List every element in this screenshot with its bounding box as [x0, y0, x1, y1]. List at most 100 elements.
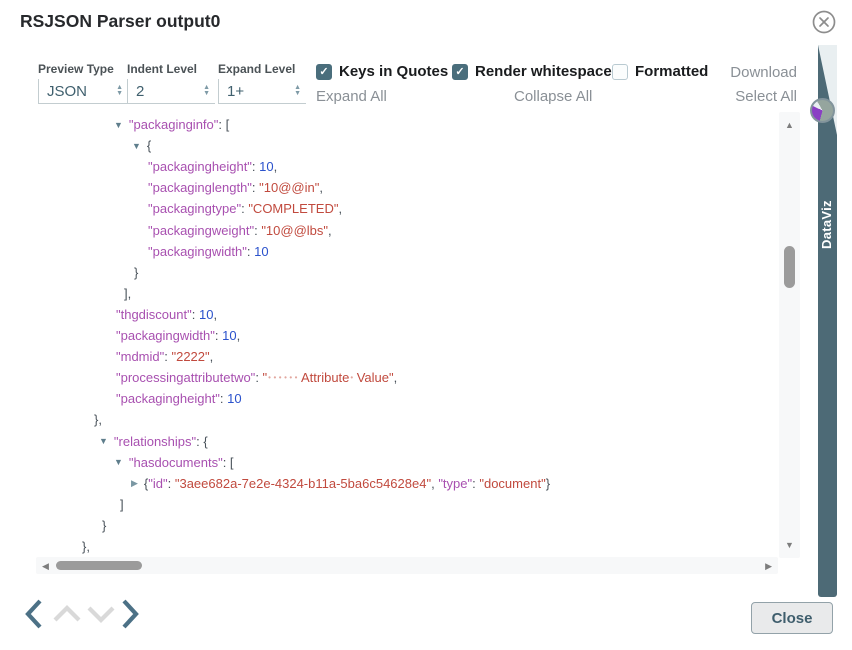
nav-prev-icon[interactable] — [24, 598, 44, 630]
spinner-down-icon[interactable]: ▼ — [116, 90, 123, 97]
json-token: : — [246, 243, 255, 259]
json-token: } — [134, 264, 139, 280]
json-tree-row: "processingattributetwo": "••••••Attribu… — [116, 367, 397, 388]
json-tree-row: "packagingtype": "COMPLETED", — [148, 198, 342, 219]
json-token: : — [255, 370, 263, 386]
json-token: Value — [356, 370, 390, 386]
formatted-label: Formatted — [635, 63, 709, 80]
preview-type-label: Preview Type — [38, 62, 114, 76]
json-token: , — [393, 370, 398, 386]
close-icon[interactable] — [809, 8, 839, 38]
checkbox-icon[interactable]: ✓ — [316, 63, 332, 80]
nav-next-icon[interactable] — [120, 598, 140, 630]
json-token: "packaginglength" — [148, 180, 252, 196]
checkbox-icon[interactable]: ✓ — [452, 63, 468, 80]
json-tree-row: }, — [94, 409, 102, 430]
json-token: "10@@in" — [259, 180, 320, 196]
collapse-arrow-icon[interactable]: ▼ — [99, 436, 108, 446]
nav-up-icon[interactable] — [52, 605, 82, 623]
json-token: : { — [196, 433, 208, 449]
expand-level-select[interactable]: 1+ ▲ ▼ — [218, 79, 306, 104]
json-tree-row: "mdmid": "2222", — [116, 346, 213, 367]
dataviz-tab-label: DataViz — [819, 200, 834, 249]
vertical-scroll-thumb[interactable] — [784, 246, 795, 288]
horizontal-scrollbar[interactable]: ◀ ▶ — [36, 557, 778, 574]
json-token: : — [472, 475, 480, 491]
json-tree-row: ▼"packaginginfo": [ — [114, 114, 229, 135]
json-tree-row: ], — [124, 283, 131, 304]
json-tree-row: "packagingwidth": 10, — [116, 325, 240, 346]
dataviz-side-tab[interactable]: DataViz — [810, 45, 837, 597]
json-token: , — [236, 328, 241, 343]
preview-type-select[interactable]: JSON ▲ ▼ — [38, 79, 128, 104]
json-token: ] — [120, 496, 124, 512]
json-tree-row: } — [134, 262, 138, 283]
json-token: , — [431, 475, 439, 491]
json-token: " — [262, 370, 268, 386]
pie-chart-icon[interactable] — [810, 98, 835, 123]
json-token: " — [389, 370, 394, 386]
json-tree-viewer[interactable]: ▼"packaginginfo": [▼{"packagingheight": … — [36, 114, 776, 558]
json-token: "packagingheight" — [148, 159, 252, 175]
json-token: : — [251, 180, 260, 196]
indent-level-spinner[interactable]: ▲ ▼ — [203, 84, 215, 97]
expand-level-spinner[interactable]: ▲ ▼ — [294, 84, 306, 97]
spinner-down-icon[interactable]: ▼ — [294, 90, 301, 97]
json-token: "COMPLETED" — [248, 201, 339, 217]
json-token: "processingattributetwo" — [116, 370, 256, 386]
json-token: "packagingwidth" — [116, 328, 215, 343]
json-tree-row: "packagingheight": 10 — [116, 388, 242, 409]
json-token: ], — [124, 285, 132, 301]
scroll-left-icon[interactable]: ◀ — [42, 561, 49, 571]
spinner-up-icon[interactable]: ▲ — [116, 84, 123, 91]
json-tree-row: "packagingwidth": 10 — [148, 241, 269, 262]
render-whitespace-label: Render whitespace — [475, 63, 612, 80]
json-token: "3aee682a-7e2e-4324-b11a-5ba6c54628e4" — [174, 475, 432, 491]
collapse-arrow-icon[interactable]: ▼ — [114, 119, 123, 130]
json-tree-row: "thgdiscount": 10, — [116, 304, 217, 325]
json-token: : — [251, 159, 260, 175]
download-link[interactable]: Download — [730, 64, 797, 81]
checkbox-icon[interactable] — [612, 63, 628, 80]
json-token: "10@@lbs" — [261, 222, 329, 238]
json-token: •••••• — [268, 373, 300, 383]
vertical-scrollbar[interactable]: ▲ ▼ — [779, 112, 800, 558]
collapse-all-link[interactable]: Collapse All — [514, 88, 593, 105]
spinner-down-icon[interactable]: ▼ — [203, 90, 210, 97]
json-token: "packagingweight" — [148, 222, 255, 238]
scroll-up-icon[interactable]: ▲ — [785, 120, 794, 130]
json-token: "relationships" — [113, 433, 197, 449]
json-token: "id" — [148, 475, 168, 491]
scroll-right-icon[interactable]: ▶ — [765, 561, 772, 571]
json-token: 10 — [227, 391, 242, 407]
json-token: : [ — [222, 454, 234, 470]
keys-in-quotes-checkbox[interactable]: ✓ Keys in Quotes — [316, 63, 448, 80]
scroll-down-icon[interactable]: ▼ — [785, 540, 794, 550]
json-tree-row: ] — [120, 494, 124, 515]
json-token: : — [167, 475, 175, 491]
expand-all-link[interactable]: Expand All — [316, 88, 387, 105]
nav-down-icon[interactable] — [86, 605, 116, 623]
preview-type-spinner[interactable]: ▲ ▼ — [116, 84, 128, 97]
json-token: , — [319, 180, 323, 196]
json-token: : — [214, 328, 223, 343]
json-token: : — [241, 201, 249, 217]
collapse-arrow-icon[interactable]: ▼ — [132, 140, 141, 151]
json-token: • — [350, 373, 356, 383]
formatted-checkbox[interactable]: Formatted — [612, 63, 708, 80]
json-token: "type" — [438, 475, 473, 491]
json-token: , — [209, 349, 214, 365]
render-whitespace-checkbox[interactable]: ✓ Render whitespace — [452, 63, 612, 80]
horizontal-scroll-thumb[interactable] — [56, 561, 142, 570]
spinner-up-icon[interactable]: ▲ — [203, 84, 210, 91]
collapse-arrow-icon[interactable]: ▼ — [114, 457, 123, 468]
indent-level-select[interactable]: 2 ▲ ▼ — [127, 79, 215, 104]
json-token: "packagingwidth" — [148, 243, 247, 259]
select-all-link[interactable]: Select All — [735, 88, 797, 105]
expand-level-label: Expand Level — [218, 62, 296, 76]
spinner-up-icon[interactable]: ▲ — [294, 84, 301, 91]
close-button[interactable]: Close — [751, 602, 833, 634]
json-tree-row: ▼"hasdocuments": [ — [114, 452, 234, 473]
json-token: 10 — [222, 328, 237, 343]
expand-arrow-icon[interactable]: ▶ — [131, 477, 138, 488]
